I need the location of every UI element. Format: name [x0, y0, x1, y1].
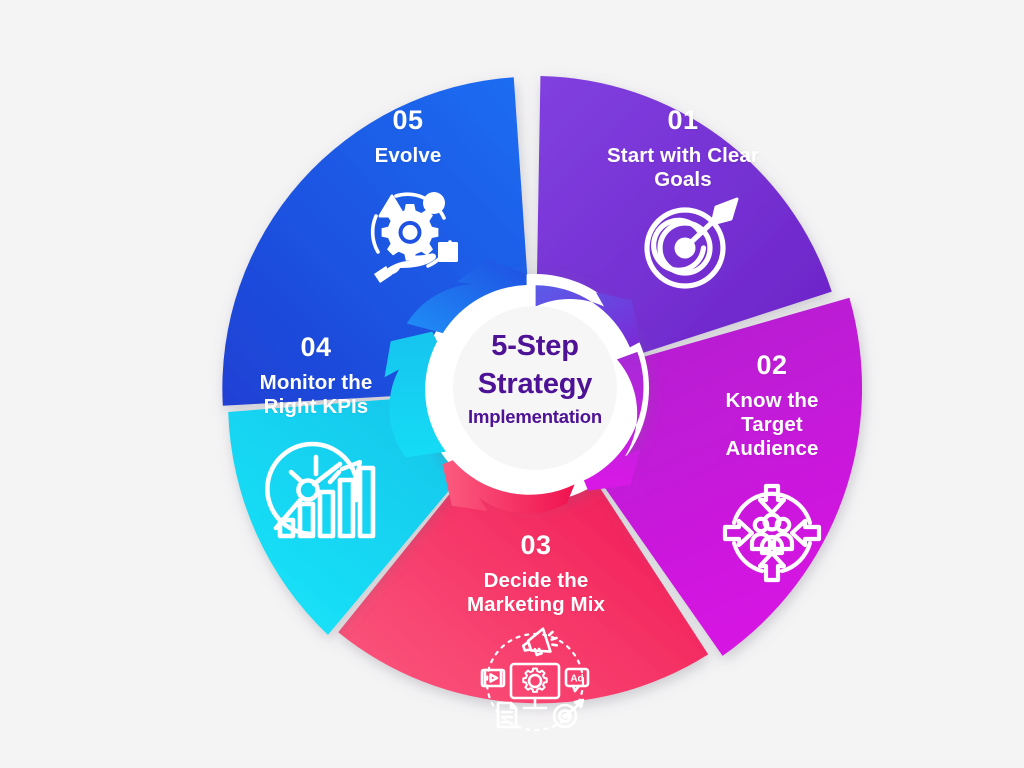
- audience-target-icon: [722, 483, 822, 583]
- arrow-01: [535, 285, 640, 348]
- wedge-03[interactable]: [338, 388, 709, 704]
- hand-gear-evolve-icon: [370, 192, 458, 283]
- kpi-gauge-chart-icon: [265, 441, 376, 539]
- arrow-04: [384, 331, 446, 458]
- arrow-05: [406, 259, 527, 334]
- arrow-02: [583, 351, 644, 491]
- arrow-03: [442, 460, 575, 514]
- svg-text:Ad: Ad: [570, 674, 583, 685]
- marketing-mix-icon: Ad: [480, 627, 590, 732]
- cycle-arrows: [384, 259, 644, 514]
- center-inner-disc: [453, 306, 617, 470]
- target-dart-icon: [644, 197, 739, 289]
